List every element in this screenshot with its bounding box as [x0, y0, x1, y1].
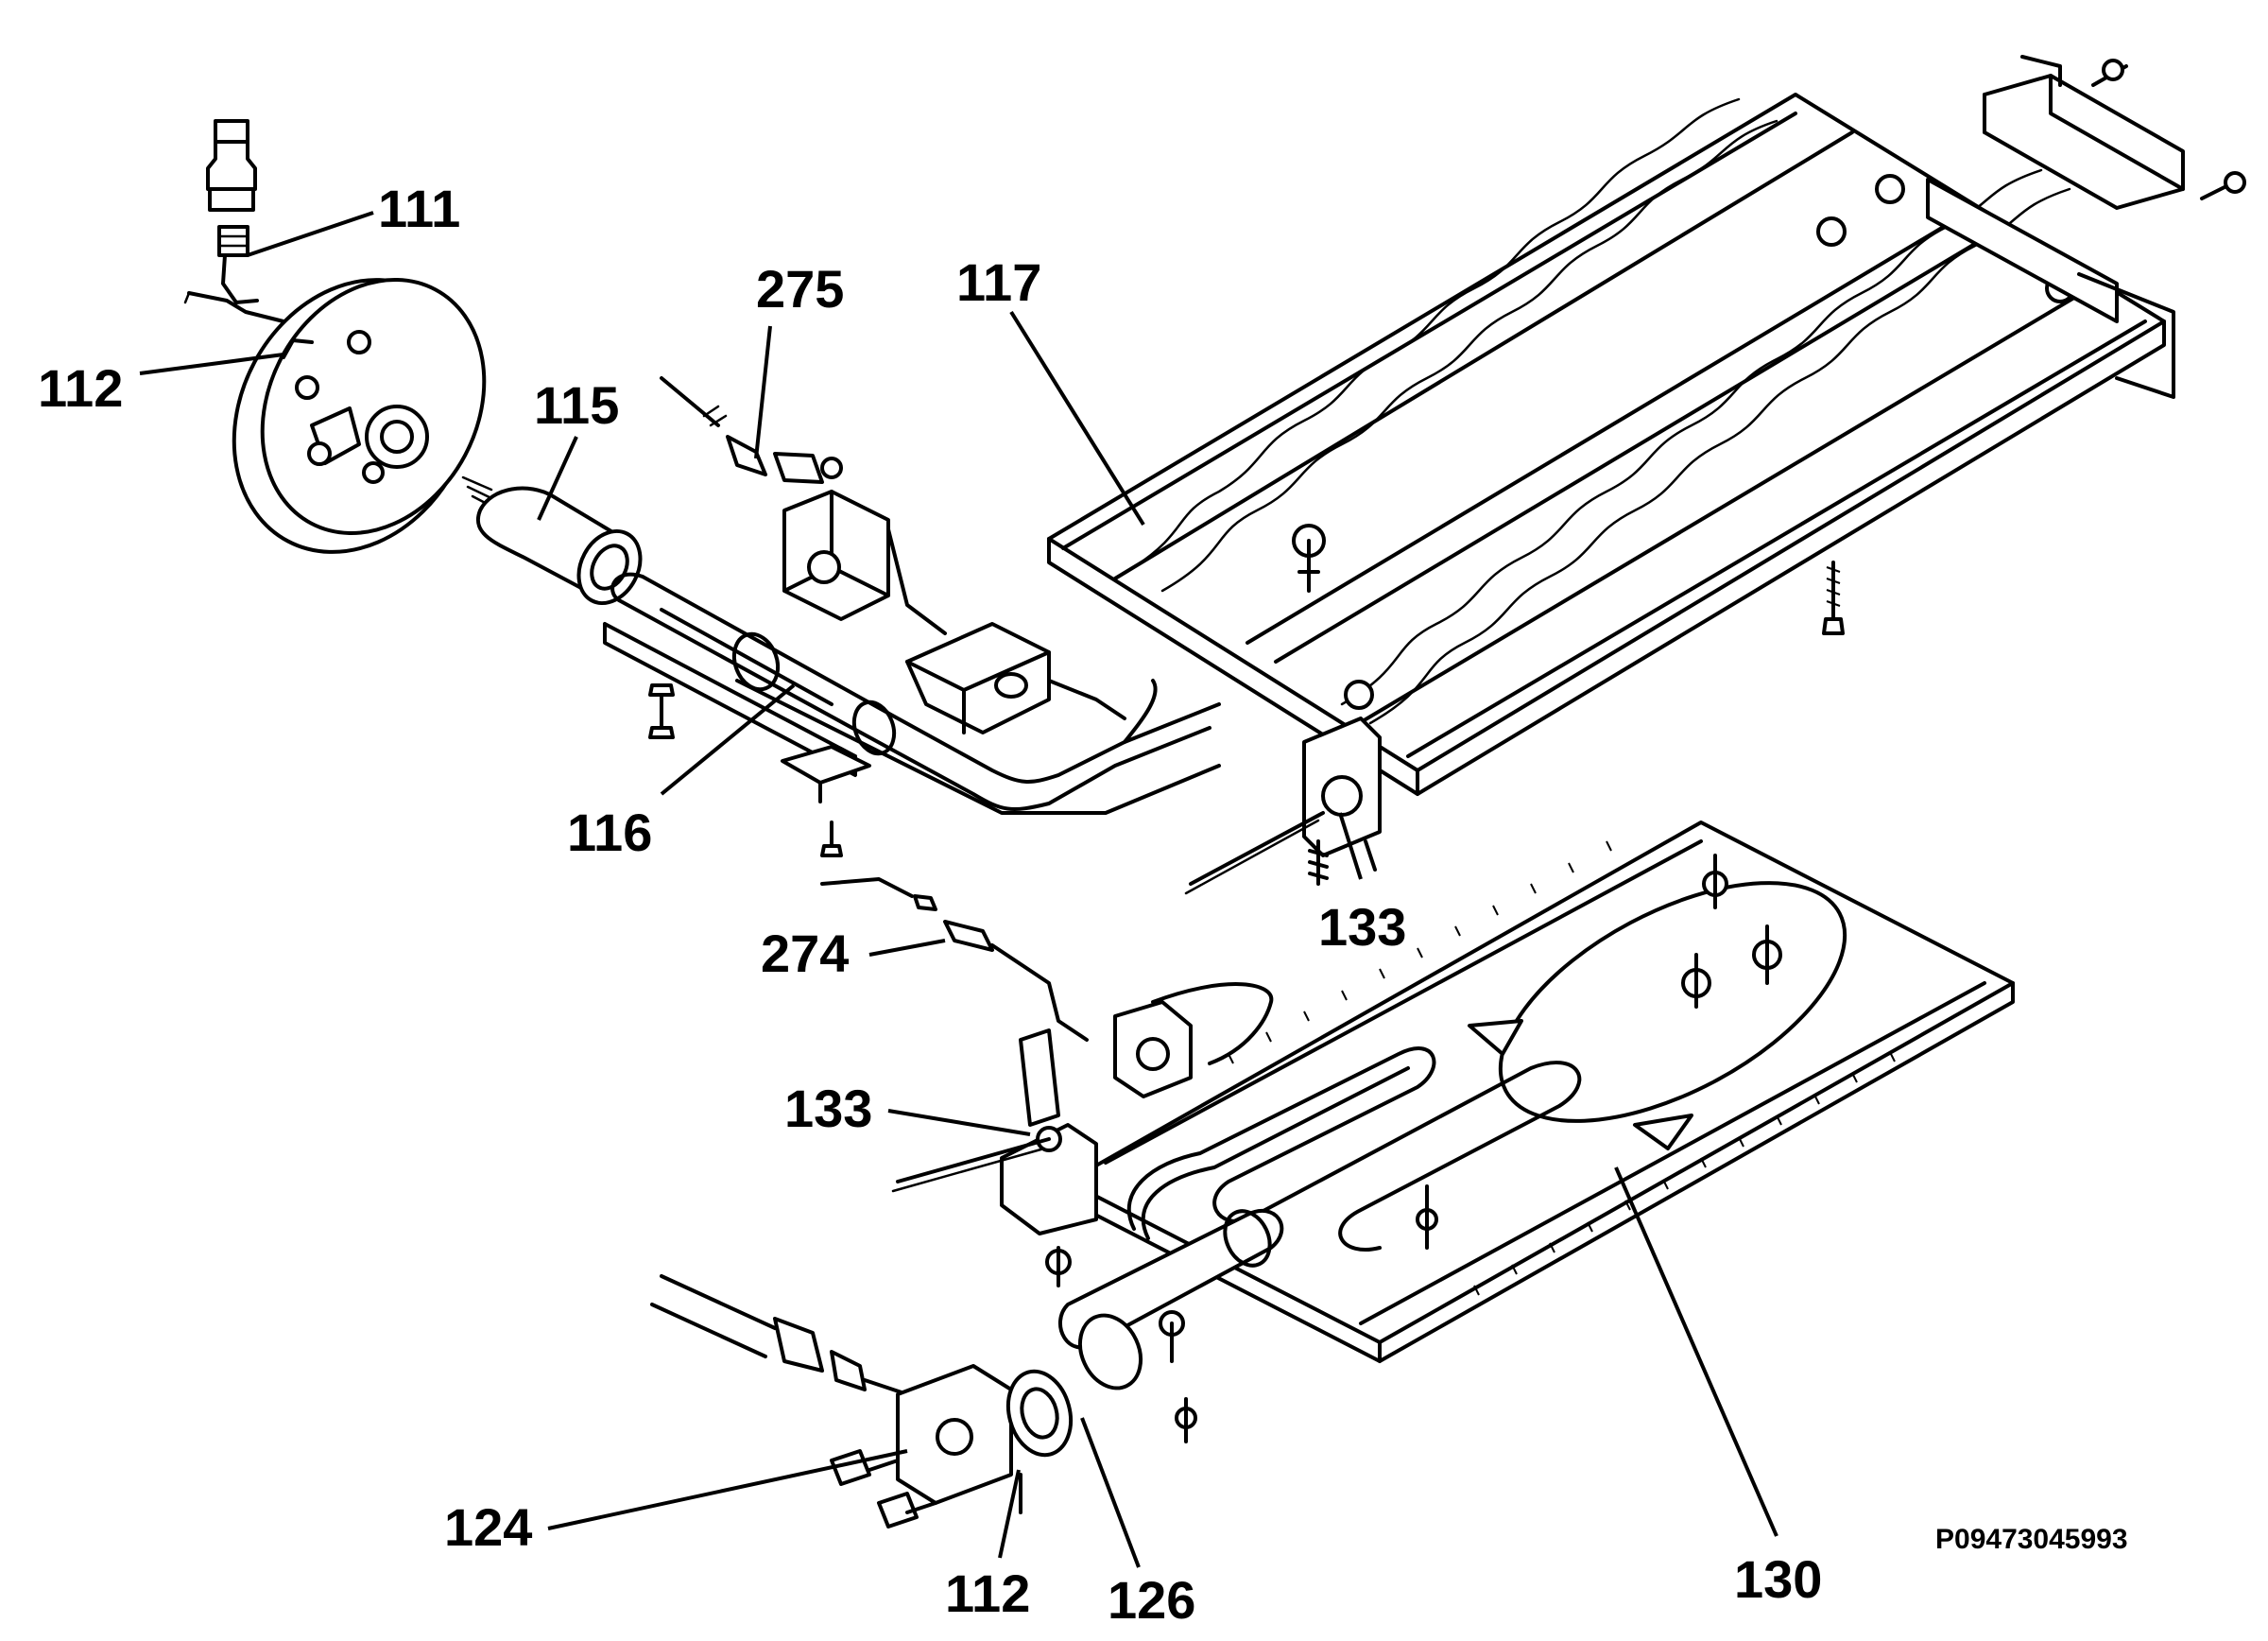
venturi-tube: [461, 475, 643, 606]
lower-burner-frame: [1066, 820, 2015, 1363]
label-111: 111: [378, 179, 460, 238]
label-116: 116: [567, 803, 652, 862]
lower-venturi-tube: [1057, 1208, 1284, 1443]
electrode-igniter-lower: [820, 877, 1274, 1098]
screws-upper: [648, 561, 1845, 857]
label-112-lower: 112: [945, 1563, 1030, 1623]
label-112-upper: 112: [38, 358, 123, 418]
part-labels: 111 112 115 275 117 116 133 274 133 124 …: [38, 179, 2128, 1630]
tube-bracket: [905, 622, 1126, 734]
drawing-id: P09473045993: [1935, 1524, 2128, 1555]
label-126: 126: [1108, 1570, 1195, 1630]
label-133-lower: 133: [784, 1079, 872, 1138]
gas-valve-fitting: [183, 119, 285, 323]
igniter-bracket-upper: [1184, 717, 1382, 895]
label-124: 124: [444, 1497, 532, 1557]
label-133-upper: 133: [1318, 897, 1406, 957]
label-274: 274: [761, 924, 849, 983]
burner-tube: [603, 572, 1221, 815]
valve-body: [232, 278, 487, 554]
label-130: 130: [1734, 1549, 1822, 1609]
radiant-tray: [1047, 93, 2166, 796]
label-275: 275: [756, 259, 844, 319]
label-117: 117: [956, 252, 1041, 312]
igniter-bracket-lower: [891, 1028, 1098, 1287]
electrode-igniter-upper: [660, 376, 947, 635]
label-115: 115: [534, 375, 619, 435]
mounting-bracket: [1926, 55, 2246, 399]
leader-lines: [139, 211, 1778, 1568]
